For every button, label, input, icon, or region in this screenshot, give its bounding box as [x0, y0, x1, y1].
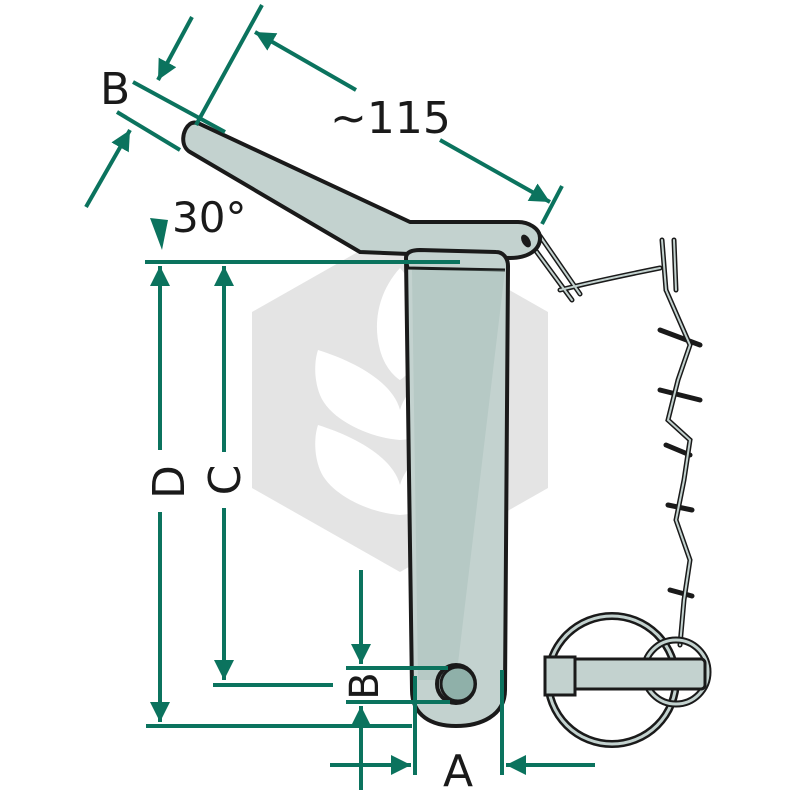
dimension-lines	[84, 4, 595, 790]
chain	[525, 233, 703, 648]
lynch-pin	[543, 612, 712, 748]
label-pin-diameter: A	[443, 746, 473, 797]
label-overall-length: D	[144, 465, 195, 499]
label-handle-diameter: B	[100, 64, 130, 115]
label-handle-length: ~115	[330, 93, 451, 144]
pin-body	[403, 247, 511, 729]
chain-highlight	[527, 235, 692, 646]
label-hole-diameter: B	[342, 672, 388, 699]
label-angle: 30°	[172, 193, 246, 242]
label-effective-length: C	[200, 465, 251, 496]
